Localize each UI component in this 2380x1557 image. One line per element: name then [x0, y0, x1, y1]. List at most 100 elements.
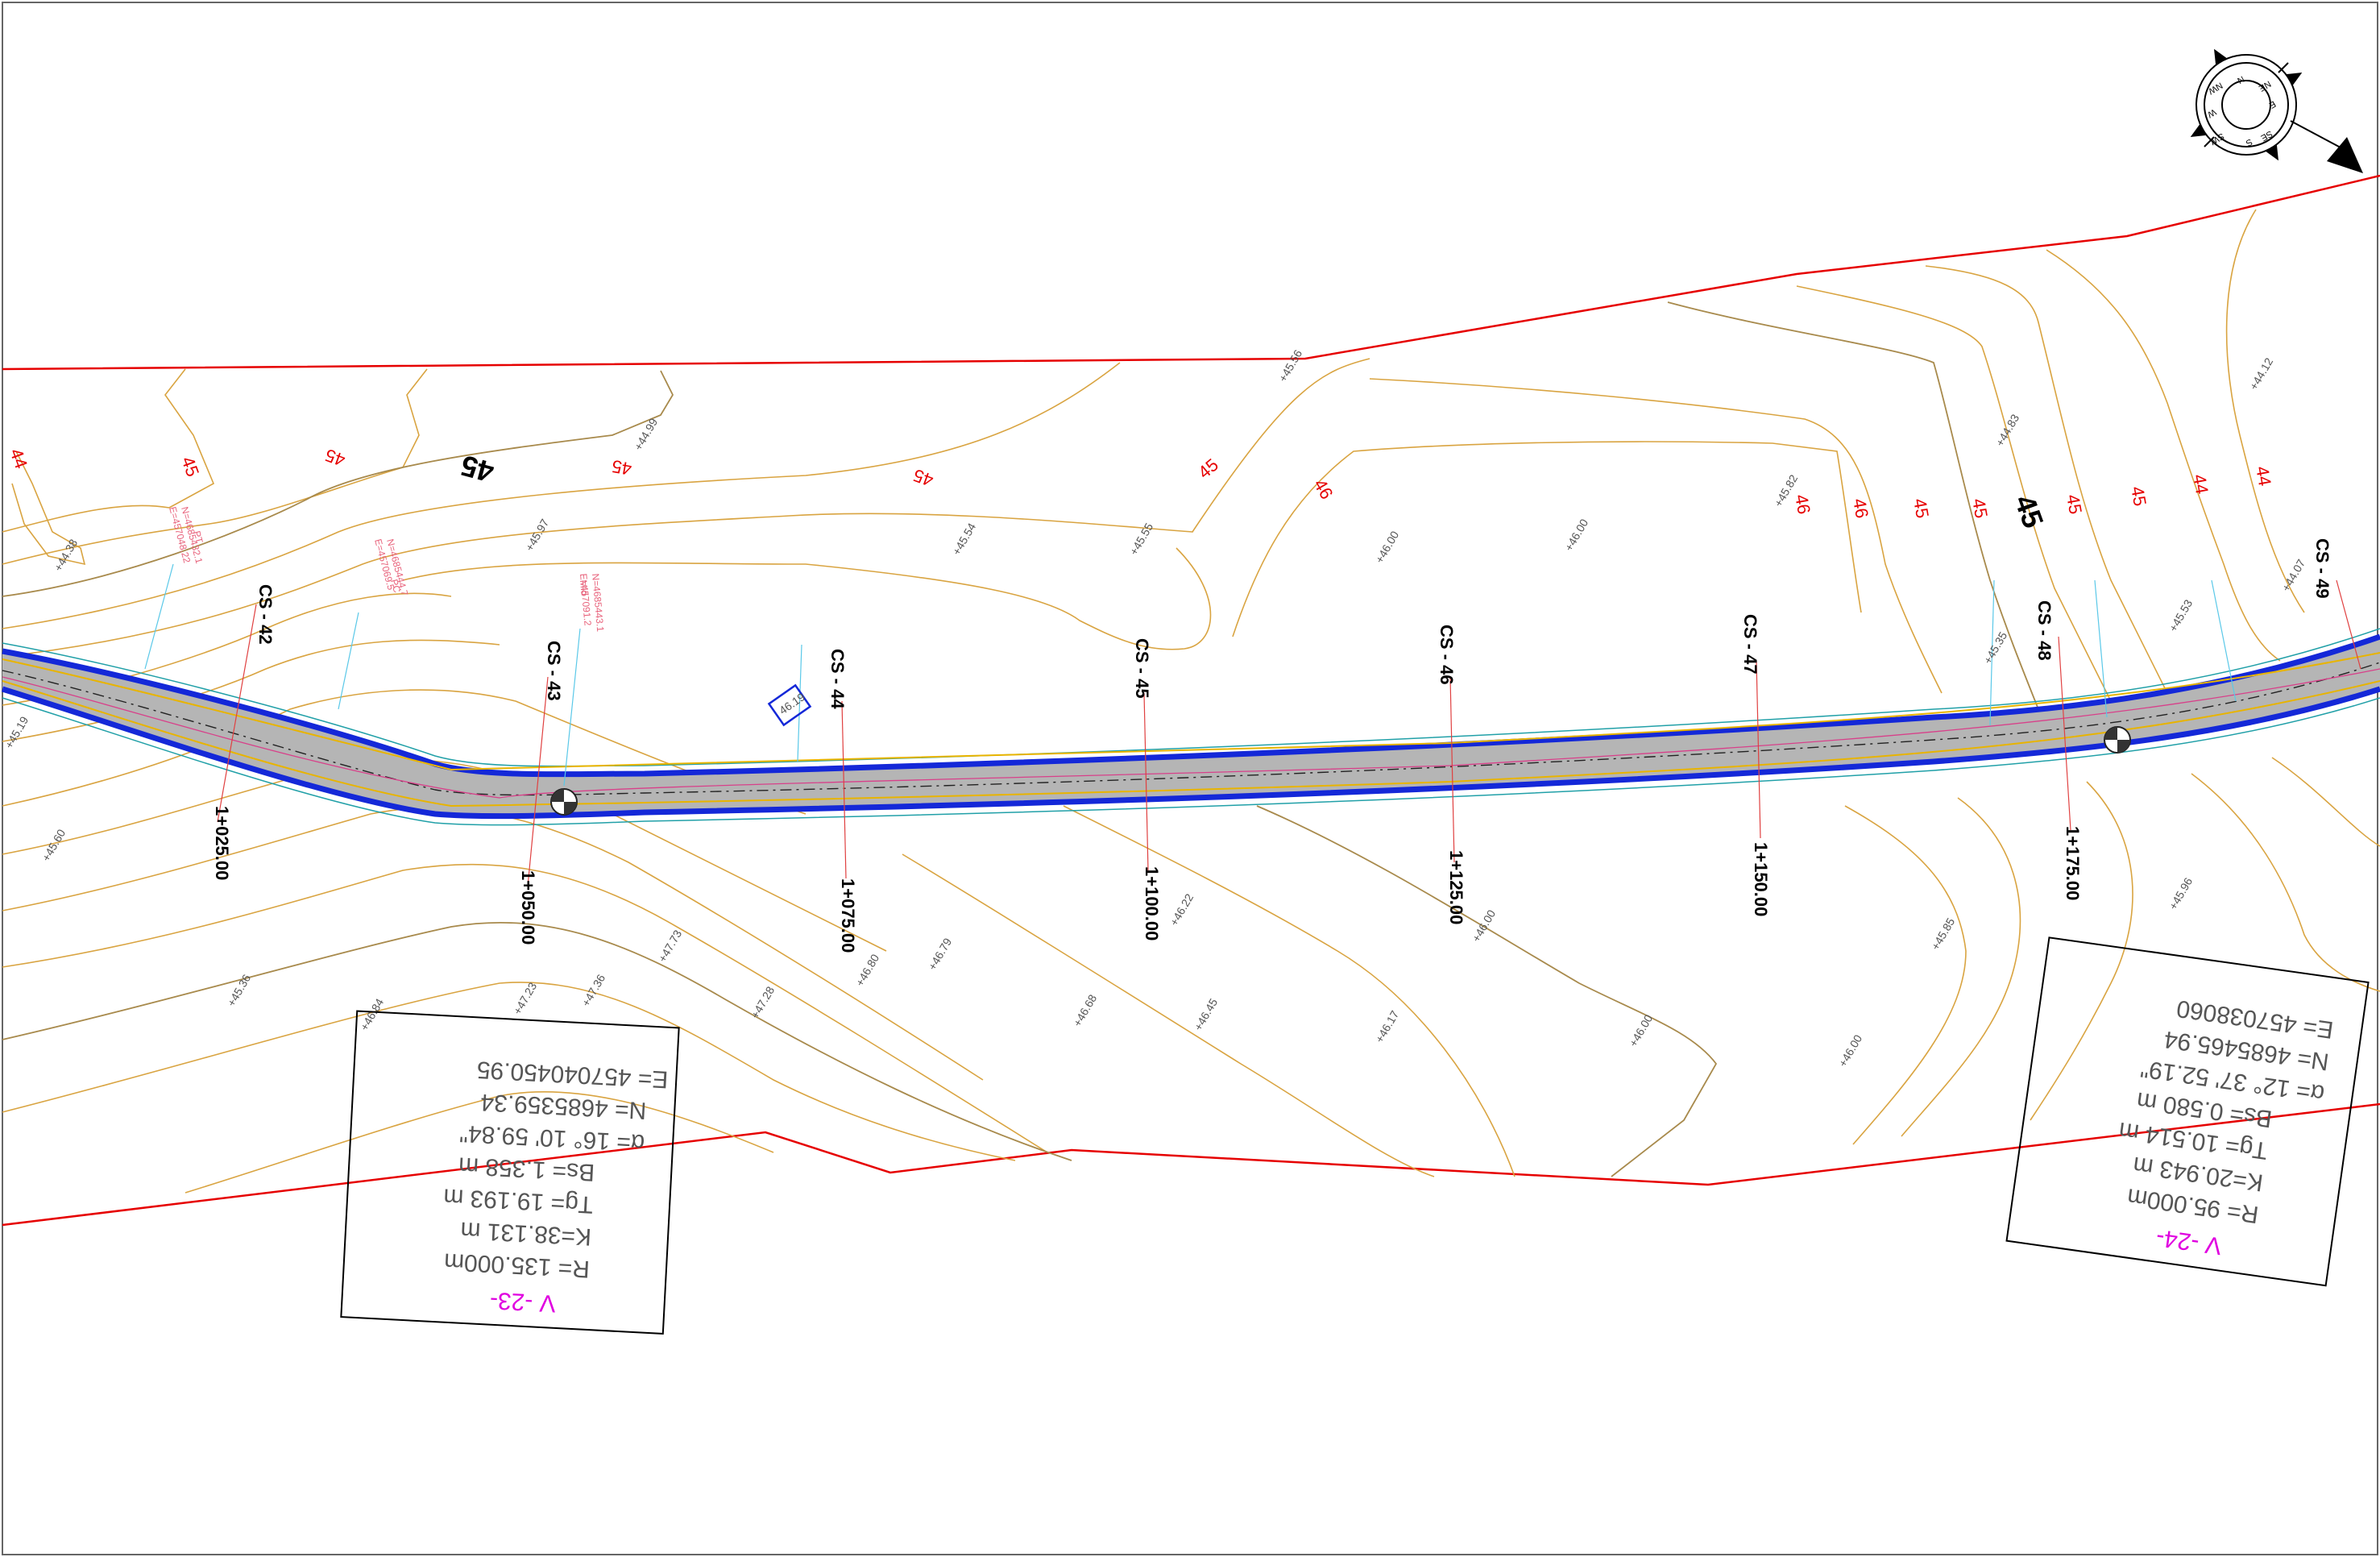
station-label: 1+075.00 — [838, 878, 858, 953]
spot-height: +46.79 — [926, 936, 955, 973]
section-label-cs43: CS - 43 — [544, 641, 564, 701]
spot-height: +44.99 — [632, 416, 661, 453]
spot-height: +46.00 — [1373, 529, 1402, 566]
contour-line — [1901, 797, 2021, 1137]
design-axis — [2, 668, 2380, 799]
spot-height: +46.22 — [1167, 891, 1196, 928]
section-label-cs46: CS - 46 — [1437, 625, 1457, 685]
spot-height: +44.38 — [52, 537, 81, 574]
contour-line — [2225, 209, 2305, 613]
boundary-south — [2, 1102, 2380, 1227]
leader-line — [797, 644, 802, 762]
contour-line — [2030, 781, 2133, 1121]
station-label: 1+100.00 — [1142, 866, 1162, 940]
cross-section-labels: CS - 42 CS - 43 CS - 44 CS - 45 CS - 46 … — [255, 538, 2332, 709]
road-shoulder-south — [2, 697, 2380, 826]
spot-height: +45.53 — [2166, 597, 2195, 634]
compass-letter: NE — [2257, 78, 2272, 93]
section-label-cs47: CS - 47 — [1740, 614, 1760, 675]
contour-line — [2, 863, 1048, 1153]
contour-label: 45 — [1909, 497, 1933, 520]
section-label-cs42: CS - 42 — [255, 584, 276, 645]
contour-line — [2, 639, 500, 742]
spot-height: +47.23 — [511, 980, 540, 1017]
leader-line — [2094, 579, 2108, 718]
contour-label-major: 45 — [458, 449, 497, 489]
spot-height: +47.28 — [748, 984, 777, 1021]
station-tick — [841, 700, 847, 879]
station-tick — [1756, 660, 1761, 839]
spot-height: +45.19 — [2, 714, 31, 751]
contour-label: 46 — [1791, 493, 1814, 516]
spot-height: +46.00 — [1836, 1032, 1865, 1069]
contour-line — [2, 758, 887, 952]
spot-height: +45.54 — [950, 521, 979, 558]
property-boundaries — [2, 174, 2380, 1227]
curve-box — [2005, 936, 2370, 1287]
road-offset-line — [2, 680, 2380, 808]
station-tick — [1143, 692, 1149, 871]
leader-line — [563, 628, 581, 787]
station-tick — [2058, 636, 2071, 831]
boundary-north — [2, 174, 2380, 371]
road-offset-line — [2, 652, 2380, 771]
contour-line — [402, 547, 1212, 650]
spot-height: +44.12 — [2247, 355, 2276, 392]
leader-line — [338, 612, 359, 710]
contour-label: 45 — [610, 456, 632, 480]
spot-height: +46.00 — [1470, 907, 1499, 945]
contour-line — [1063, 805, 1515, 1177]
compass-letter: E — [2267, 98, 2277, 110]
contour-label-major: 45 — [2008, 491, 2050, 533]
station-tick — [2336, 579, 2361, 670]
spot-height: +46.00 — [1562, 517, 1591, 554]
contour-line — [2191, 773, 2380, 992]
contour-label: 45 — [1194, 455, 1222, 483]
contour-line — [2046, 249, 2281, 662]
leader-line — [2211, 579, 2237, 702]
spot-height: +45.35 — [1981, 629, 2010, 666]
contour-line — [2, 368, 428, 565]
spot-height: +45.55 — [1127, 521, 1156, 558]
note-leaders — [144, 563, 2237, 787]
spot-height: +45.96 — [2166, 875, 2195, 912]
contour-line — [2, 982, 1016, 1161]
contour-label: 45 — [177, 454, 203, 480]
road-centerline — [2, 662, 2380, 796]
curve-table-v24: V -24- R= 95.000m K=20.943 m Tg= 10.514 … — [2005, 936, 2370, 1287]
contour-line — [1925, 265, 2168, 694]
pt-note: E=457091.2 — [578, 573, 594, 626]
structure-marker: 46.19 — [767, 683, 812, 727]
spot-height: +47.73 — [656, 928, 685, 965]
contour-line — [1256, 805, 1718, 1177]
contour-label: 46 — [1310, 475, 1337, 503]
spot-height: +46.68 — [1071, 992, 1100, 1029]
section-label-cs44: CS - 44 — [827, 649, 848, 709]
spot-height: +46.17 — [1373, 1008, 1402, 1045]
contour-label: 45 — [2063, 493, 2086, 516]
contour-line — [2, 368, 215, 533]
station-label: 1+150.00 — [1751, 842, 1771, 916]
curve-table-v23: V -23- R= 135.000m K=38.131 m Tg= 19.193… — [340, 1010, 680, 1335]
contour-line — [1667, 301, 2039, 710]
pt-note: Mid — [578, 579, 591, 596]
compass-letter: SE — [2259, 128, 2274, 143]
leader-line — [144, 563, 174, 670]
contour-label: 44 — [6, 446, 31, 471]
contour-label: 45 — [1968, 497, 1992, 520]
contour-label: 45 — [322, 445, 348, 471]
station-ticks — [217, 579, 2361, 887]
contour-line — [1369, 378, 1943, 694]
curve-box — [340, 1010, 680, 1335]
station-label: 1+050.00 — [518, 870, 538, 945]
contour-value-labels: 44 45 45 45 45 45 46 46 46 45 45 45 45 4… — [6, 445, 2275, 532]
contour-label: 44 — [2189, 473, 2212, 496]
contour-line — [1232, 441, 1862, 637]
contour-line — [1844, 805, 1967, 1145]
spot-height: +45.85 — [1929, 916, 1958, 953]
road-edge-south — [1, 686, 2380, 820]
contour-label: 44 — [2252, 465, 2275, 488]
survey-marker-icon — [550, 788, 578, 816]
